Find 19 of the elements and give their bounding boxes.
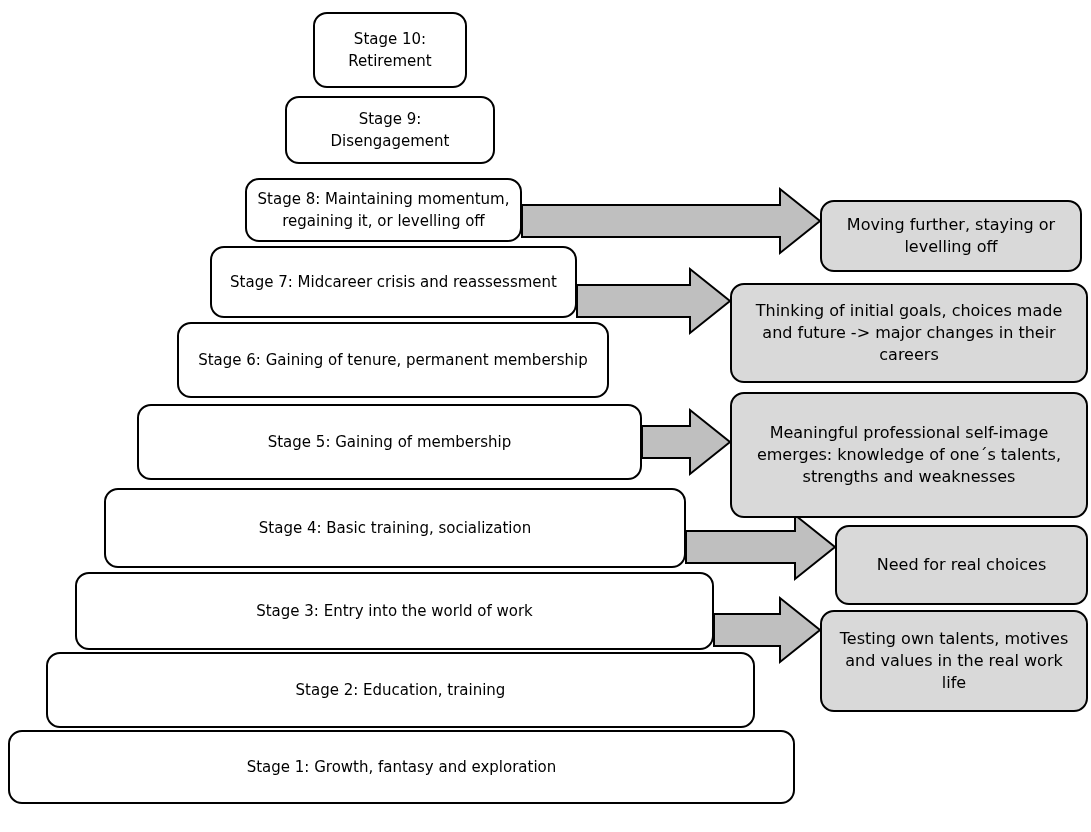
- block-arrow: [641, 407, 732, 477]
- stage-box: Stage 6: Gaining of tenure, permanent membership: [177, 322, 609, 398]
- outcome-box: Need for real choices: [835, 525, 1088, 605]
- stage-box: Stage 7: Midcareer crisis and reassessment: [210, 246, 577, 318]
- block-arrow: [576, 266, 732, 336]
- stage-box: Stage 4: Basic training, socialization: [104, 488, 686, 568]
- stage-box: Stage 2: Education, training: [46, 652, 755, 728]
- outcome-box: Testing own talents, motives and values in the real work life: [820, 610, 1088, 712]
- stage-box: Stage 8: Maintaining momentum, regaining it, or levelling off: [245, 178, 522, 242]
- outcome-box: Thinking of initial goals, choices made and future -> major changes in their careers: [730, 283, 1088, 383]
- stage-box: Stage 1: Growth, fantasy and exploration: [8, 730, 795, 804]
- stage-box: Stage 10: Retirement: [313, 12, 467, 88]
- stage-box: Stage 3: Entry into the world of work: [75, 572, 714, 650]
- stage-box: Stage 9: Disengagement: [285, 96, 495, 164]
- block-arrow: [713, 595, 822, 665]
- block-arrow: [521, 186, 822, 256]
- stage-box: Stage 5: Gaining of membership: [137, 404, 642, 480]
- outcome-box: Moving further, staying or levelling off: [820, 200, 1082, 272]
- outcome-box: Meaningful professional self-image emerges: knowledge of one´s talents, strengths and weaknesses: [730, 392, 1088, 518]
